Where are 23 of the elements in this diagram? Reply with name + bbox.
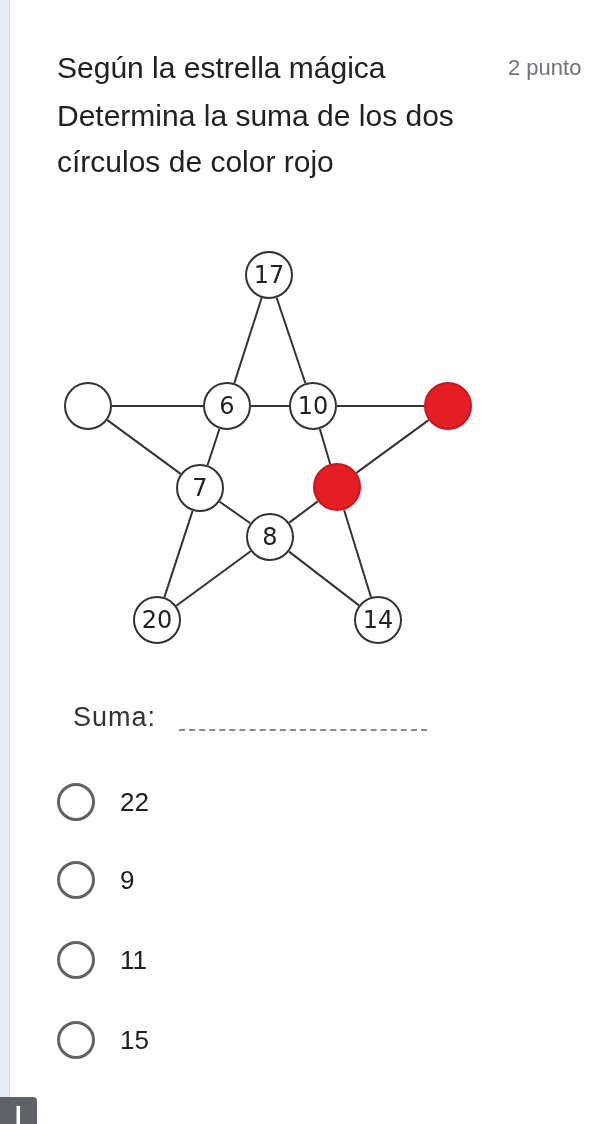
option-label: 22 [120,786,149,818]
connector-line [175,550,252,607]
answer-prompt: Suma: [73,701,157,733]
connector-line [336,405,425,407]
connector-line [218,500,252,525]
question-text: Determina la suma de los dos círculos de color rojo [57,98,455,180]
connector-line [355,419,430,474]
option-label: 11 [120,944,147,976]
connector-line [163,509,194,599]
connector-line [275,296,307,385]
connector-line [250,405,290,407]
points-label: 2 punto [508,55,582,81]
connector-line [288,550,360,607]
connector-line [343,508,372,599]
connector-line [288,500,319,524]
connector-line [318,428,332,465]
connector-line [106,419,182,475]
question-title: Según la estrella mágica [57,50,386,86]
option-label: 9 [120,864,135,896]
option-label: 15 [120,1024,149,1056]
connector-line [111,405,204,407]
connector-line [206,427,221,467]
connector-line [233,296,263,385]
